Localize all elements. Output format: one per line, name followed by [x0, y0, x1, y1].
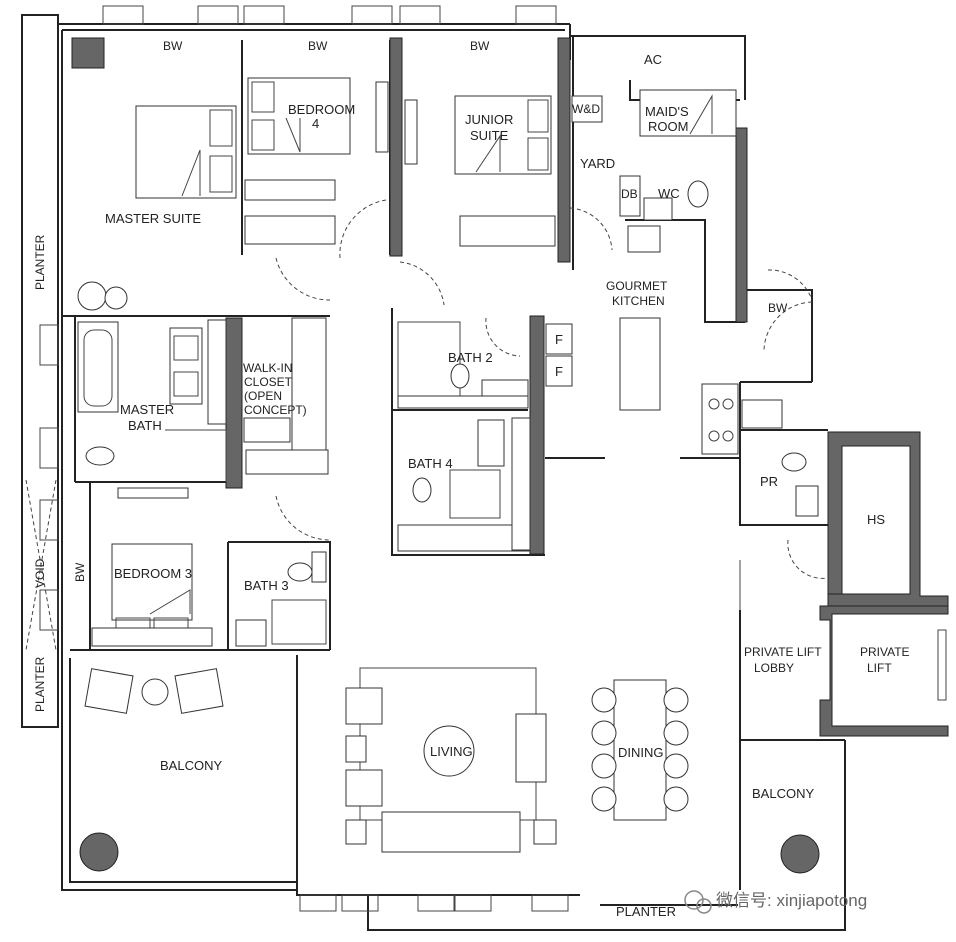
walkin-label-2: CLOSET	[244, 375, 293, 389]
kitchen-label-2: KITCHEN	[612, 294, 665, 308]
bw-label-3: BW	[470, 39, 490, 53]
dining-table	[613, 679, 667, 821]
junior-suite-label-1: JUNIOR	[465, 112, 513, 127]
master-bath-label-2: BATH	[128, 418, 162, 433]
master-bed	[135, 105, 237, 199]
lift-label-1: PRIVATE	[860, 645, 910, 659]
windows-top	[39, 5, 569, 912]
walkin-label-4: CONCEPT)	[244, 403, 307, 417]
maids-room-label-1: MAID'S	[645, 104, 689, 119]
bw-label-5: BW	[73, 562, 87, 582]
dining-label: DINING	[618, 745, 664, 760]
walkin-label-1: WALK-IN	[243, 361, 293, 375]
living-table	[423, 725, 475, 777]
bath2-label: BATH 2	[448, 350, 493, 365]
bw-label-2: BW	[308, 39, 328, 53]
fridge-label-2: F	[555, 364, 563, 379]
living-label: LIVING	[430, 744, 473, 759]
bedroom3-bed	[111, 543, 193, 621]
watermark-text: 微信号: xinjiapotong	[716, 891, 867, 910]
wc-label: WC	[658, 186, 680, 201]
junior-suite-label-2: SUITE	[470, 128, 509, 143]
wd-label: W&D	[572, 102, 600, 116]
void-label: VOID	[33, 558, 47, 588]
master-bath-label-1: MASTER	[120, 402, 174, 417]
planter-left-label: PLANTER	[33, 234, 47, 290]
bw-label-1: BW	[163, 39, 183, 53]
door-swings	[275, 199, 829, 579]
lobby-label-1: PRIVATE LIFT	[744, 645, 822, 659]
ac-label: AC	[644, 52, 662, 67]
planter-bottom-label: PLANTER	[616, 904, 676, 919]
walkin-label-3: (OPEN	[244, 389, 282, 403]
bedroom4-label-1: BEDROOM	[288, 102, 355, 117]
balcony-right-label: BALCONY	[752, 786, 814, 801]
fridge-2	[545, 355, 573, 387]
hs-label: HS	[867, 512, 885, 527]
planter-left-low-label: PLANTER	[33, 656, 47, 712]
yard-label: YARD	[580, 156, 615, 171]
lift-label-2: LIFT	[867, 661, 892, 675]
bw-label-4: BW	[768, 301, 788, 315]
fridge-label-1: F	[555, 332, 563, 347]
room-labels: MASTER SUITE BEDROOM 4 JUNIOR SUITE W&D …	[33, 39, 910, 919]
bath3-label: BATH 3	[244, 578, 289, 593]
watermark: 微信号: xinjiapotong	[684, 890, 867, 914]
bedroom4-bed	[247, 77, 351, 155]
lobby-label-2: LOBBY	[754, 661, 794, 675]
structural-columns	[71, 37, 949, 737]
furniture	[25, 77, 947, 874]
db-label: DB	[621, 187, 638, 201]
bedroom4-label-2: 4	[312, 116, 319, 131]
pr-label: PR	[760, 474, 778, 489]
bedroom3-label: BEDROOM 3	[114, 566, 192, 581]
interior-walls	[62, 36, 828, 651]
fridge-1	[545, 323, 573, 355]
balcony-left-label: BALCONY	[160, 758, 222, 773]
master-suite-label: MASTER SUITE	[105, 211, 201, 226]
kitchen-label-1: GOURMET	[606, 279, 668, 293]
kitchen-island	[619, 317, 661, 411]
bath4-label: BATH 4	[408, 456, 453, 471]
junior-suite-bed	[454, 95, 552, 175]
maids-room-label-2: ROOM	[648, 119, 688, 134]
